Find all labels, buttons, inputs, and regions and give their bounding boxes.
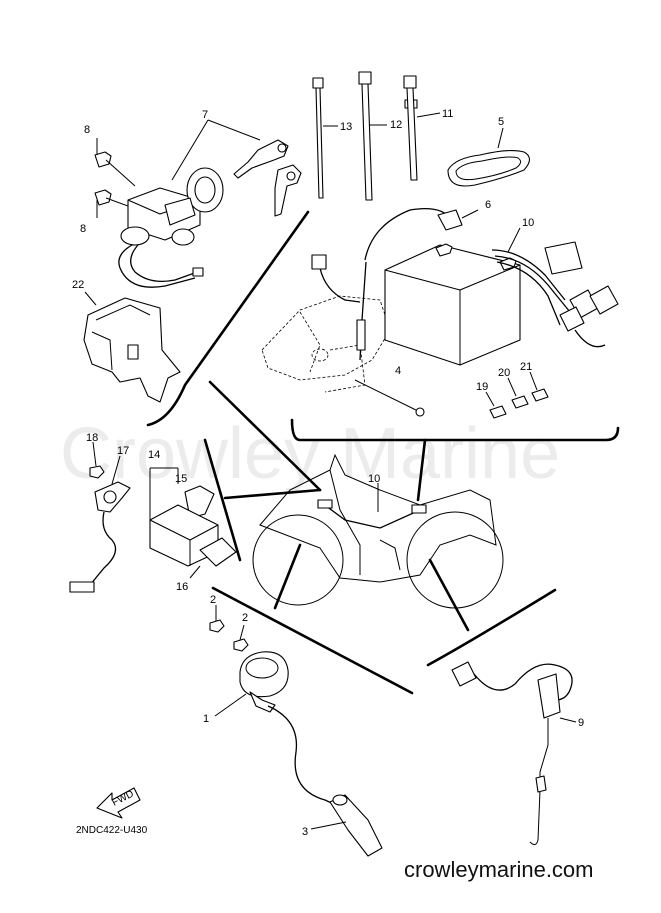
callout-20: 20 <box>498 367 510 379</box>
callout-16: 16 <box>176 581 188 593</box>
callout-9: 9 <box>578 717 584 729</box>
callout-10-battery: 10 <box>522 217 534 229</box>
callout-6: 6 <box>485 199 491 211</box>
battery-band <box>447 127 531 187</box>
callout-13: 13 <box>340 121 352 133</box>
callout-8-bottom: 8 <box>80 223 86 235</box>
diagram-code: 2NDC422-U430 <box>76 825 148 836</box>
holder-bracket <box>83 291 181 403</box>
callout-21: 21 <box>520 361 532 373</box>
site-footer: crowleymarine.com <box>404 857 594 882</box>
callout-18: 18 <box>86 432 98 444</box>
cable-ties <box>312 71 441 201</box>
callout-2-right: 2 <box>242 612 248 624</box>
callout-22: 22 <box>72 279 84 291</box>
callout-2-left: 2 <box>210 594 216 606</box>
callout-4: 4 <box>395 365 401 377</box>
sensor-assembly-left <box>69 441 237 593</box>
sensor-assembly-right <box>451 661 577 846</box>
callout-19: 19 <box>476 381 488 393</box>
callout-10-bike: 10 <box>368 473 380 485</box>
callout-3: 3 <box>302 826 308 838</box>
ignition-switch-assembly <box>94 119 302 288</box>
callout-5: 5 <box>498 116 504 128</box>
callout-14: 14 <box>148 449 160 461</box>
battery-assembly <box>261 207 619 419</box>
callout-15: 15 <box>175 473 187 485</box>
callout-11: 11 <box>442 108 453 120</box>
callout-1: 1 <box>203 713 209 725</box>
group-boundaries <box>146 210 620 695</box>
callout-12: 12 <box>390 119 402 131</box>
callout-7: 7 <box>202 109 208 121</box>
motorcycle-outline <box>252 453 504 609</box>
callout-8-top: 8 <box>84 124 90 136</box>
fwd-arrow-icon: FWD <box>96 787 141 819</box>
ignition-coil-assembly <box>209 605 383 857</box>
callout-numbers: 7 8 8 13 12 11 5 6 10 22 4 19 20 21 18 1… <box>72 108 584 838</box>
callout-17: 17 <box>117 445 129 457</box>
